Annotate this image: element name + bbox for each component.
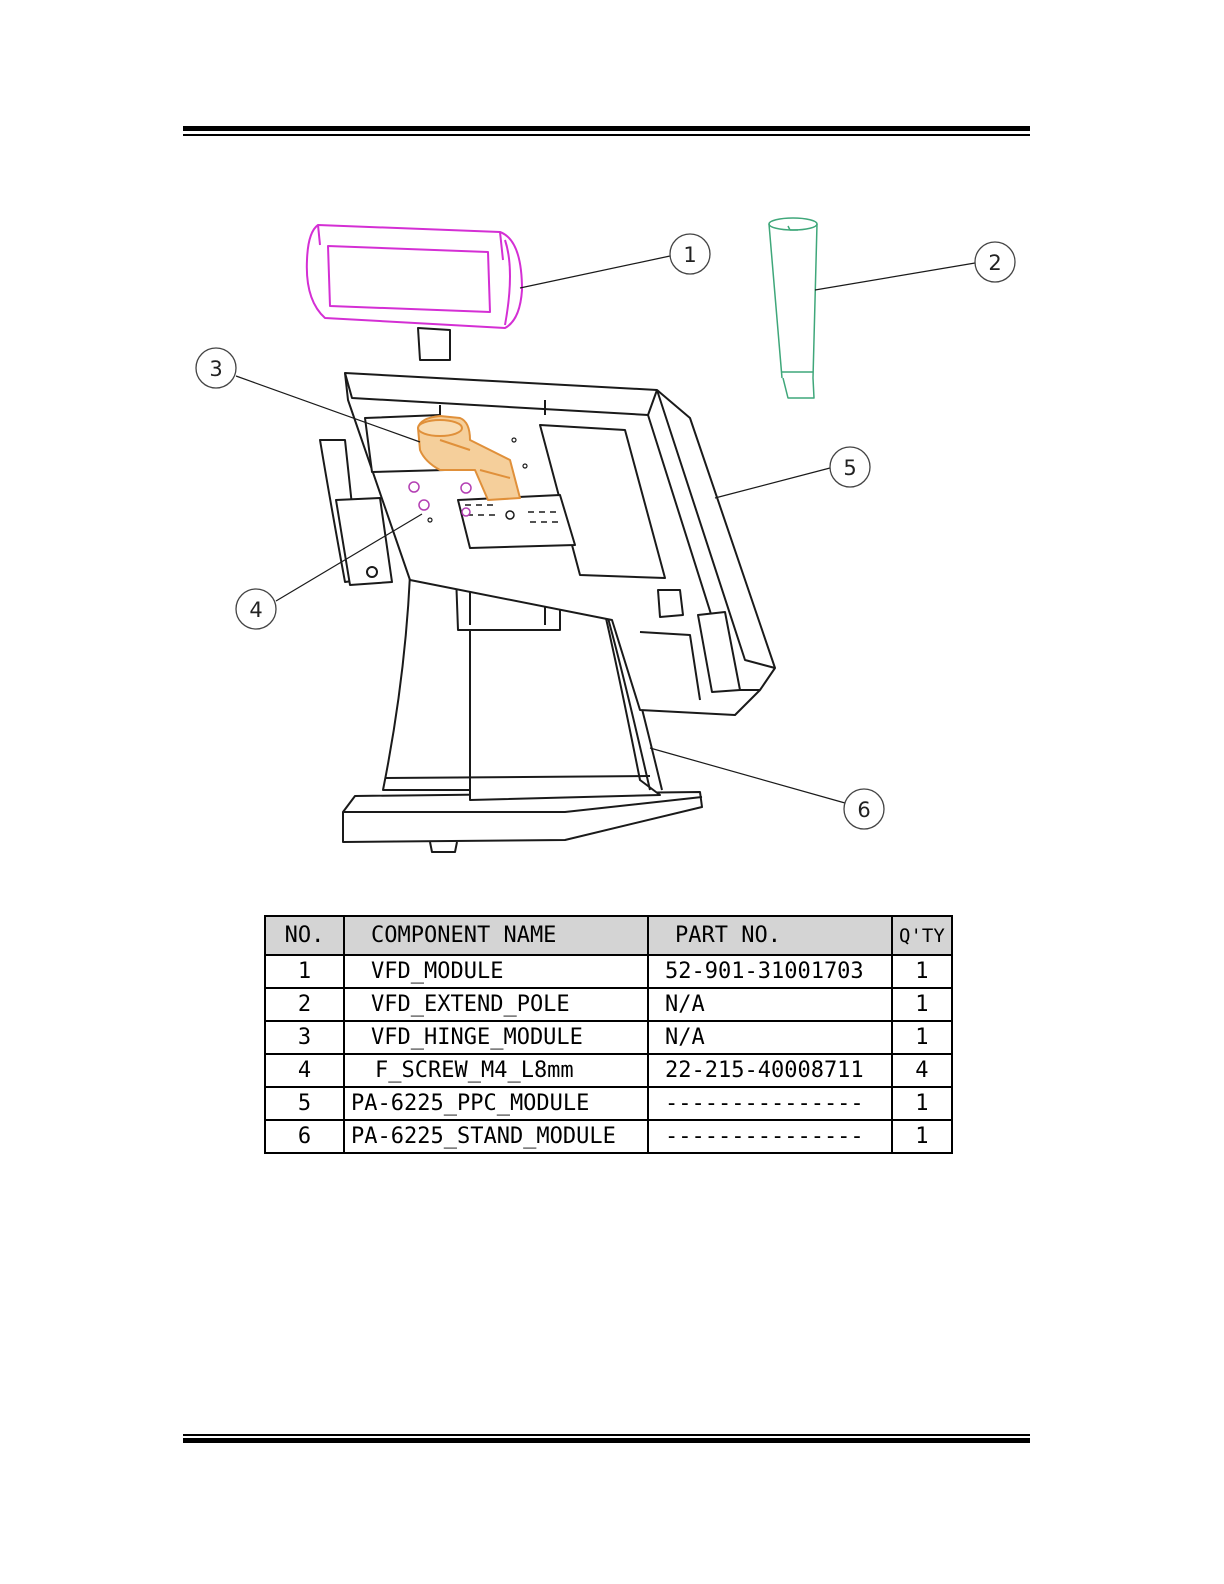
vfd-mount-stub <box>418 328 450 360</box>
bom-table: NO. COMPONENT NAME PART NO. Q'TY 1 VFD_M… <box>264 915 953 1154</box>
table-row: 2 VFD_EXTEND_POLE N/A 1 <box>265 988 952 1021</box>
row-no: 4 <box>265 1054 344 1087</box>
row-qty: 1 <box>892 955 952 988</box>
row-qty: 1 <box>892 988 952 1021</box>
table-row: 5 PA-6225_PPC_MODULE --------------- 1 <box>265 1087 952 1120</box>
table-row: 3 VFD_HINGE_MODULE N/A 1 <box>265 1021 952 1054</box>
callout-1-label: 1 <box>683 243 696 267</box>
row-name: F_SCREW_M4_L8mm <box>344 1054 648 1087</box>
callout-5-label: 5 <box>843 456 856 480</box>
row-no: 2 <box>265 988 344 1021</box>
row-no: 6 <box>265 1120 344 1153</box>
vfd-extend-pole <box>769 218 817 398</box>
row-qty: 4 <box>892 1054 952 1087</box>
callout-6-label: 6 <box>857 798 870 822</box>
row-name: VFD_HINGE_MODULE <box>344 1021 648 1054</box>
row-part: 52-901-31001703 <box>648 955 892 988</box>
row-part: N/A <box>648 988 892 1021</box>
header-qty: Q'TY <box>892 916 952 955</box>
table-row: 4 F_SCREW_M4_L8mm 22-215-40008711 4 <box>265 1054 952 1087</box>
row-part: --------------- <box>648 1120 892 1153</box>
row-no: 5 <box>265 1087 344 1120</box>
bom-header-row: NO. COMPONENT NAME PART NO. Q'TY <box>265 916 952 955</box>
row-qty: 1 <box>892 1120 952 1153</box>
row-no: 1 <box>265 955 344 988</box>
footer-rule-thick <box>183 1438 1030 1443</box>
row-part: --------------- <box>648 1087 892 1120</box>
callout-2-label: 2 <box>988 251 1001 275</box>
row-name: VFD_MODULE <box>344 955 648 988</box>
header-component-name: COMPONENT NAME <box>344 916 648 955</box>
vfd-module <box>307 225 522 328</box>
header-no: NO. <box>265 916 344 955</box>
row-qty: 1 <box>892 1087 952 1120</box>
table-row: 6 PA-6225_STAND_MODULE --------------- 1 <box>265 1120 952 1153</box>
row-name: PA-6225_STAND_MODULE <box>344 1120 648 1153</box>
callout-3-label: 3 <box>209 357 222 381</box>
exploded-view-diagram: 1 2 3 4 5 6 <box>0 0 1224 900</box>
callout-4-label: 4 <box>249 598 262 622</box>
row-no: 3 <box>265 1021 344 1054</box>
row-qty: 1 <box>892 1021 952 1054</box>
table-row: 1 VFD_MODULE 52-901-31001703 1 <box>265 955 952 988</box>
header-part-no: PART NO. <box>648 916 892 955</box>
row-part: N/A <box>648 1021 892 1054</box>
row-name: PA-6225_PPC_MODULE <box>344 1087 648 1120</box>
row-part: 22-215-40008711 <box>648 1054 892 1087</box>
row-name: VFD_EXTEND_POLE <box>344 988 648 1021</box>
footer-rule-thin <box>183 1434 1030 1436</box>
